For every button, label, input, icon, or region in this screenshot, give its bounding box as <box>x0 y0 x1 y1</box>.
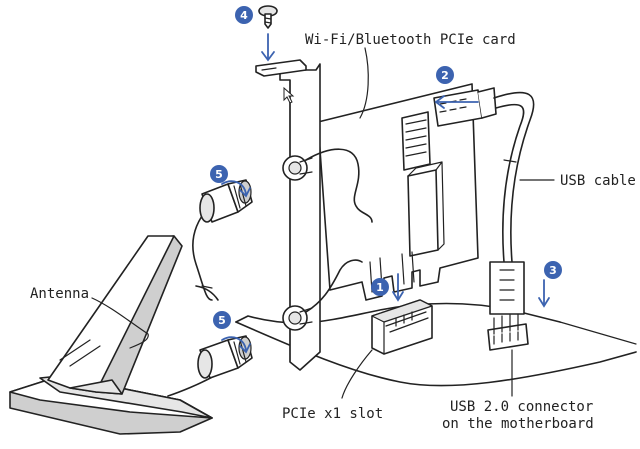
label-usb-cable: USB cable <box>560 173 636 189</box>
label-wifi-card: Wi-Fi/Bluetooth PCIe card <box>305 32 516 48</box>
pcie-bracket <box>255 59 321 371</box>
antenna-cable-bottom <box>167 375 215 397</box>
step-5a-arrow <box>221 180 251 198</box>
step-badge-3: 3 <box>544 261 562 279</box>
label-pcie-slot: PCIe x1 slot <box>282 406 383 422</box>
label-antenna: Antenna <box>30 286 89 302</box>
usb-cable <box>433 87 535 315</box>
antenna-connector-bottom <box>197 335 253 379</box>
leader-wifi-card <box>359 47 369 119</box>
step-badge-5-bottom: 5 <box>213 311 231 329</box>
step-badge-2: 2 <box>436 66 454 84</box>
label-usb-connector-line2: on the motherboard <box>442 416 594 432</box>
antenna-cable-mid <box>195 285 219 301</box>
leader-pcie-slot <box>341 349 373 399</box>
antenna-connector-top <box>199 179 253 223</box>
step-number: 3 <box>549 264 557 277</box>
step-badge-5-top: 5 <box>210 165 228 183</box>
step-badge-4: 4 <box>235 6 253 24</box>
internal-wire-top <box>305 148 373 223</box>
step-4-arrow <box>261 33 275 62</box>
internal-wire-bottom <box>305 259 363 313</box>
motherboard-usb-header <box>487 313 529 351</box>
step-1-arrow <box>392 273 404 302</box>
step-3-arrow <box>538 279 550 308</box>
card-usb-header <box>401 111 431 171</box>
screw <box>258 5 278 29</box>
step-badge-1: 1 <box>371 278 389 296</box>
antenna-stand <box>47 235 183 395</box>
step-number: 5 <box>218 314 226 327</box>
antenna-cable-top <box>192 207 213 301</box>
wifi-bluetooth-pcie-card <box>317 83 479 301</box>
pcie-x1-slot <box>371 299 433 355</box>
leader-antenna <box>91 297 149 349</box>
step-number: 1 <box>376 281 384 294</box>
label-usb-connector-line1: USB 2.0 connector <box>450 399 593 415</box>
step-number: 2 <box>441 69 449 82</box>
bracket-connector-bottom <box>282 305 313 331</box>
step-number: 4 <box>240 9 248 22</box>
cursor-icon <box>283 86 295 104</box>
bracket-connector-top <box>282 155 313 181</box>
cable-tie <box>201 285 213 289</box>
step-2-arrow <box>434 95 479 109</box>
step-number: 5 <box>215 168 223 181</box>
step-5b-arrow <box>221 336 251 354</box>
